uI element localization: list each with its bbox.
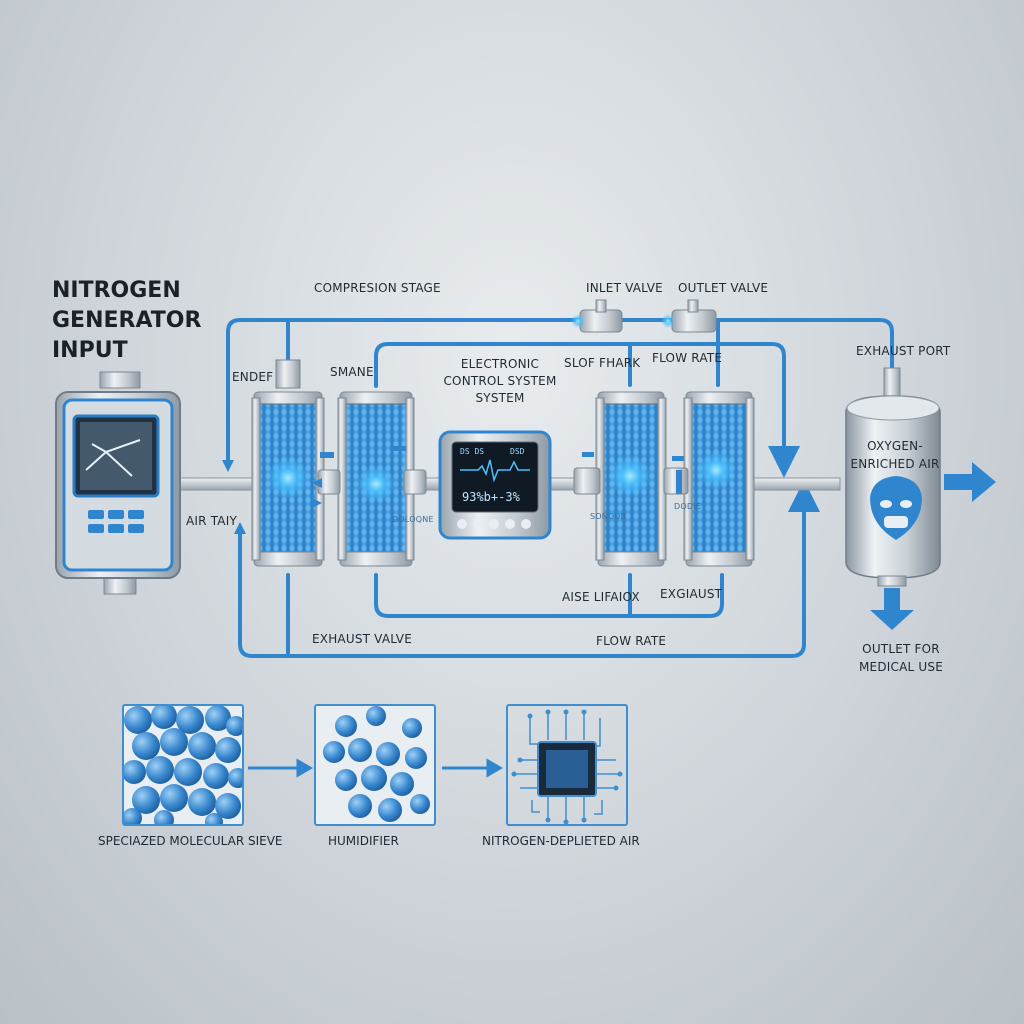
sieve-bead [215, 737, 241, 763]
electronic-control-label: ELECTRONIC CONTROL SYSTEM SYSTEM [443, 357, 557, 405]
compression-stage-label: COMPRESION STAGE [314, 281, 441, 295]
sieve-bead [132, 786, 160, 814]
sieve-bead [348, 794, 372, 818]
tiny-label-3: DODIE [674, 502, 702, 511]
down-arrow-icon [870, 588, 914, 630]
column-1 [251, 359, 325, 567]
molecular-sieve-label: SPECIAZED MOLECULAR SIEVE [98, 834, 283, 848]
oxygen-tank [845, 367, 941, 587]
outlet-arrows [870, 462, 996, 630]
sieve-bead [405, 747, 427, 769]
sieve-bead [124, 760, 146, 784]
face-mask-icon [870, 476, 922, 540]
flow-arrows [222, 460, 322, 534]
sieve-bead [205, 813, 223, 824]
pipe-network [226, 318, 894, 658]
aise-lifaiox-label: AISE LIFAIOX [562, 590, 640, 604]
microchip-icon [511, 709, 623, 825]
column-2 [337, 391, 415, 567]
oxygen-enriched-label: OXYGEN-ENRICHED AIR [850, 439, 940, 471]
sieve-bead [215, 793, 241, 819]
sieve-bead [361, 765, 387, 791]
sieve-bead [335, 715, 357, 737]
sieve-bead [174, 758, 202, 786]
sieve-bead [124, 706, 152, 734]
display-right-text: DSD [510, 447, 525, 456]
air-taiy-label: AIR TAIY [186, 514, 237, 528]
sieve-bead [390, 772, 414, 796]
flow-rate-bottom-label: FLOW RATE [596, 634, 667, 648]
sieve-bead [160, 728, 188, 756]
outlet-valve-label: OUTLET VALVE [678, 281, 769, 295]
humidifier-image [314, 704, 436, 826]
inlet-valve-body [571, 299, 623, 333]
column-3 [595, 391, 667, 567]
sloe-fhark-label: SLOF FHARK [564, 356, 641, 370]
sieve-bead [188, 732, 216, 760]
outlet-valve-body [661, 299, 717, 333]
sieve-bead [376, 742, 400, 766]
molecular-sieve-image [122, 704, 244, 826]
sieve-bead [348, 738, 372, 762]
sieve-bead [335, 769, 357, 791]
sieve-bead [226, 716, 242, 736]
sieve-bead [160, 784, 188, 812]
sieve-bead [124, 808, 142, 824]
flow-rate-top-label: FLOW RATE [652, 351, 723, 365]
electronic-control-panel [438, 430, 552, 540]
inlet-valve-label: INLET VALVE [586, 281, 663, 295]
sieve-bead [154, 810, 174, 824]
sieve-bead [402, 718, 422, 738]
sieve-bead [203, 763, 229, 789]
column-4 [683, 391, 755, 567]
sieve-bead [410, 794, 430, 814]
sieve-bead [151, 706, 177, 729]
sieve-bead [188, 788, 216, 816]
exhaust-valve-label: EXHAUST VALVE [312, 632, 412, 646]
sieve-bead [176, 706, 204, 734]
display-reading: 93%b+-3% [462, 490, 520, 504]
humidifier-label: HUMIDIFIER [328, 834, 399, 848]
sieve-bead [205, 706, 231, 731]
outlet-medical-label: OUTLET FOR MEDICAL USE [859, 642, 943, 674]
sieve-bead [366, 706, 386, 726]
sieve-bead [228, 768, 242, 788]
page-title: NITROGEN GENERATOR INPUT [52, 278, 202, 363]
ender-label: ENDEF [232, 370, 274, 384]
tiny-label-1: DOLOQNE [392, 515, 434, 524]
sieve-bead [132, 732, 160, 760]
tiny-label-2: SONOUB [590, 512, 627, 521]
sieve-bead [323, 741, 345, 763]
sieve-bead [378, 798, 402, 822]
exhaust-port-label: EXHAUST PORT [856, 344, 951, 358]
right-arrow-icon [944, 462, 996, 502]
exgiaust-label: EXGIAUST [660, 587, 723, 601]
bottom-arrows [248, 758, 503, 778]
generator-input-unit [55, 371, 181, 595]
shane-label: SMANE [330, 365, 374, 379]
sieve-bead [146, 756, 174, 784]
nitrogen-depleted-label: NITROGEN-DEPLIETED AIR [482, 834, 640, 848]
display-left-text: DS DS [460, 447, 485, 456]
adsorption-columns [251, 359, 755, 567]
chip-image-frame [506, 704, 628, 826]
